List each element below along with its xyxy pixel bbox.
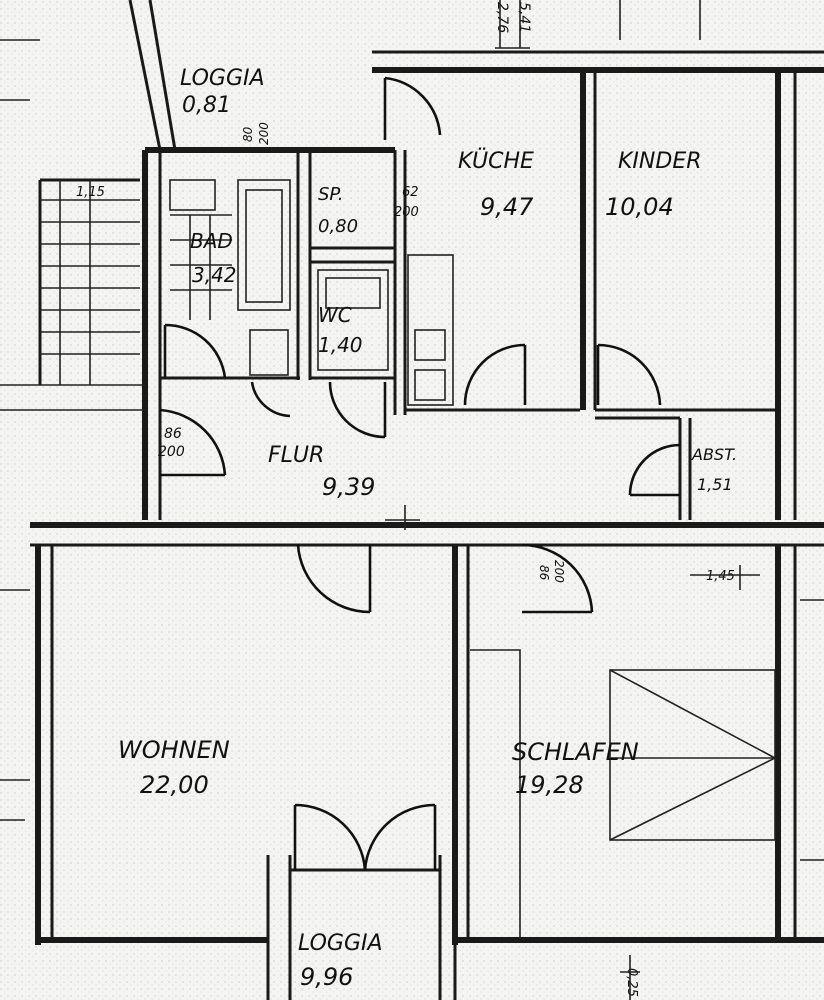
room-name-wc: WC: [318, 303, 352, 327]
dim-door-bad-w: 80: [241, 126, 255, 142]
dim-top-right: 2,76: [494, 2, 510, 33]
door-loggia-bottom-left: [293, 803, 367, 871]
door-kuche: [463, 343, 527, 406]
door-flur: [159, 408, 227, 477]
dim-top-right2: 5,41: [516, 2, 532, 33]
dim-door-bad-h: 200: [257, 122, 271, 145]
door-kinder: [596, 343, 662, 406]
room-name-bad: BAD: [190, 229, 233, 253]
room-area-abst: 1,51: [697, 475, 733, 494]
stove: [407, 254, 454, 406]
room-name-kinder: KINDER: [618, 149, 702, 174]
door-wohnen: [296, 544, 372, 614]
dim-door-flur-h: 200: [158, 444, 185, 460]
stairs: [40, 180, 140, 385]
dim-door-schlafen-w: 86: [537, 565, 551, 581]
room-name-wohnen: WOHNEN: [118, 736, 230, 764]
room-area-flur: 9,39: [322, 473, 375, 501]
room-area-kuche: 9,47: [480, 193, 534, 221]
room-area-sp: 0,80: [318, 216, 358, 237]
dim-stair-mark: 1,15: [76, 185, 105, 200]
room-name-kuche: KÜCHE: [458, 148, 534, 174]
room-area-wc: 1,40: [318, 333, 363, 357]
door-bad: [163, 323, 227, 379]
door-abst: [628, 443, 681, 497]
room-area-schlafen: 19,28: [515, 771, 584, 799]
room-area-loggia-bottom: 9,96: [300, 963, 353, 991]
dim-door-flur-w: 86: [164, 426, 182, 442]
room-labels: LOGGIA 0,81 BAD 3,42 SP. 0,80 WC 1,40 KÜ…: [118, 66, 737, 991]
door-wc: [328, 381, 387, 439]
door-loggia-bottom-right: [363, 803, 437, 871]
dim-door-sp-w: 62: [402, 185, 419, 200]
dim-bottom-mark: 0,25: [624, 968, 639, 997]
room-name-abst: ABST.: [691, 445, 737, 464]
door-sp: [250, 381, 291, 418]
room-area-kinder: 10,04: [605, 193, 674, 221]
dim-schlafen-mark: 1,45: [706, 569, 735, 584]
room-area-loggia-top: 0,81: [182, 93, 231, 118]
door-schlafen: [521, 543, 594, 614]
wardrobe: [609, 669, 776, 841]
room-name-loggia-bottom: LOGGIA: [298, 931, 383, 956]
room-area-wohnen: 22,00: [140, 771, 209, 799]
dim-door-sp-h: 200: [394, 205, 419, 220]
doors: [159, 76, 681, 871]
dim-door-schlafen-h: 200: [552, 560, 566, 583]
room-name-sp: SP.: [318, 184, 344, 205]
door-loggia-top: [383, 76, 442, 140]
room-name-flur: FLUR: [268, 443, 324, 468]
fixtures: [169, 179, 777, 940]
room-name-schlafen: SCHLAFEN: [512, 738, 639, 766]
toilet: [317, 269, 389, 371]
washbasin: [169, 179, 216, 211]
room-name-loggia-top: LOGGIA: [180, 66, 265, 91]
bathtub: [237, 179, 291, 311]
room-area-bad: 3,42: [192, 263, 237, 287]
